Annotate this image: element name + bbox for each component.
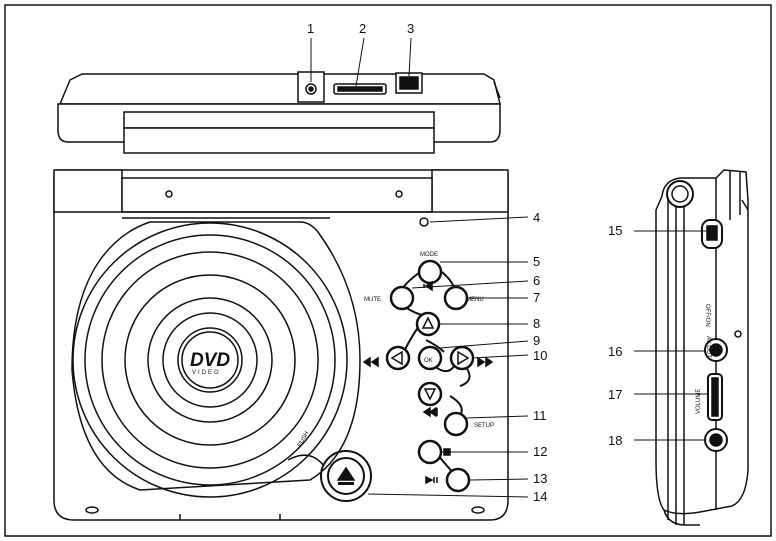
frame-border (4, 4, 772, 537)
ok-button[interactable] (417, 345, 443, 371)
triangle-right-icon (457, 350, 470, 366)
setup-label: SETUP (474, 423, 494, 429)
triangle-down-icon (423, 388, 437, 401)
menu-label: MENU (466, 297, 484, 303)
play-pause-button[interactable] (445, 467, 471, 493)
down-button[interactable] (417, 381, 443, 407)
callout-2: 2 (359, 21, 366, 36)
fast-forward-icon (477, 356, 494, 368)
dvd-logo: DVD VIDEO (190, 350, 230, 376)
callout-16: 16 (608, 344, 622, 359)
svg-text:VIDEO: VIDEO (192, 370, 221, 376)
callout-8: 8 (533, 316, 540, 331)
front-view (53, 169, 509, 521)
callout-11: 11 (533, 408, 547, 423)
callout-14: 14 (533, 489, 547, 504)
svg-text:DVD: DVD (190, 350, 230, 371)
left-button[interactable] (385, 345, 411, 371)
menu-button[interactable] (443, 285, 469, 311)
volume-label: VOLUME (696, 389, 702, 414)
callout-numbers: 1 2 3 4 5 6 7 8 9 10 11 12 13 14 15 16 1… (307, 21, 622, 504)
off-on-label: OFF/ON (704, 304, 710, 327)
stop-button[interactable] (417, 439, 443, 465)
right-button[interactable] (449, 345, 475, 371)
callout-10: 10 (533, 348, 547, 363)
callout-12: 12 (533, 444, 547, 459)
callout-3: 3 (407, 21, 414, 36)
callout-4: 4 (533, 210, 540, 225)
setup-button[interactable] (443, 411, 469, 437)
callout-15: 15 (608, 223, 622, 238)
mute-button[interactable] (389, 285, 415, 311)
callout-18: 18 (608, 433, 622, 448)
play-pause-icon (425, 475, 438, 485)
callout-7: 7 (533, 290, 540, 305)
callout-5: 5 (533, 254, 540, 269)
callout-1: 1 (307, 21, 314, 36)
side-view (655, 169, 749, 526)
av-out-label: AV OUT (705, 336, 711, 358)
callout-17: 17 (608, 387, 622, 402)
mode-button[interactable] (417, 259, 443, 285)
leader-lines (310, 37, 708, 498)
next-icon (422, 406, 438, 418)
callout-13: 13 (533, 471, 547, 486)
top-view (57, 71, 501, 154)
callout-6: 6 (533, 273, 540, 288)
up-button[interactable] (415, 311, 441, 337)
callout-9: 9 (533, 333, 540, 348)
mute-label: MUTE (364, 297, 381, 303)
mode-label: MODE (420, 252, 438, 258)
triangle-up-icon (421, 316, 435, 329)
rewind-icon (362, 356, 379, 368)
ok-label: OK (424, 358, 433, 364)
triangle-left-icon (390, 350, 403, 366)
